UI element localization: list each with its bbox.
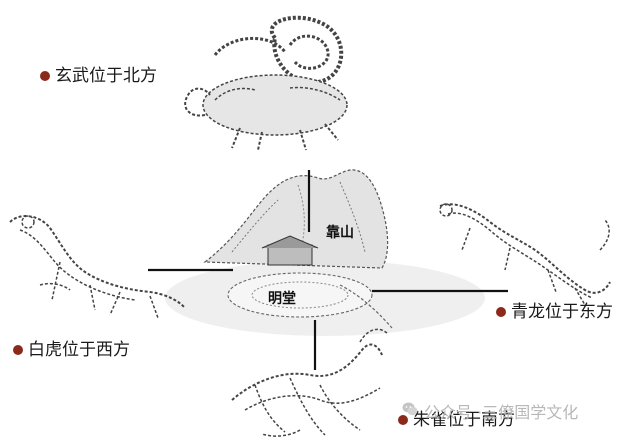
north-label: 玄武位于北方 xyxy=(40,66,157,86)
vermilion-bird-illustration xyxy=(231,328,389,437)
watermark-account: 三僚国学文化 xyxy=(482,403,579,422)
watermark-prefix: 公众号 · xyxy=(424,403,483,422)
north-bullet xyxy=(40,71,50,81)
azure-dragon-illustration xyxy=(439,203,611,306)
east-label: 青龙位于东方 xyxy=(496,302,613,322)
white-tiger-illustration xyxy=(9,215,186,319)
bright-hall-illustration xyxy=(227,235,393,329)
west-label: 白虎位于西方 xyxy=(13,340,130,360)
wechat-icon xyxy=(402,401,418,421)
black-tortoise-illustration xyxy=(184,15,348,151)
south-bullet xyxy=(398,415,408,425)
north-label-text: 玄武位于北方 xyxy=(55,66,157,86)
west-bullet xyxy=(13,345,23,355)
west-label-text: 白虎位于西方 xyxy=(28,340,130,360)
south-label-text: 朱雀位于南方 xyxy=(413,410,515,430)
east-bullet xyxy=(496,307,506,317)
watermark: 公众号 · 三僚国学文化 xyxy=(402,399,578,423)
bright-hall-label: 明堂 xyxy=(268,291,296,307)
east-label-text: 青龙位于东方 xyxy=(511,302,613,322)
direction-lines xyxy=(148,170,508,370)
mountain-label: 靠山 xyxy=(326,225,354,241)
south-label: 朱雀位于南方 xyxy=(398,410,515,430)
